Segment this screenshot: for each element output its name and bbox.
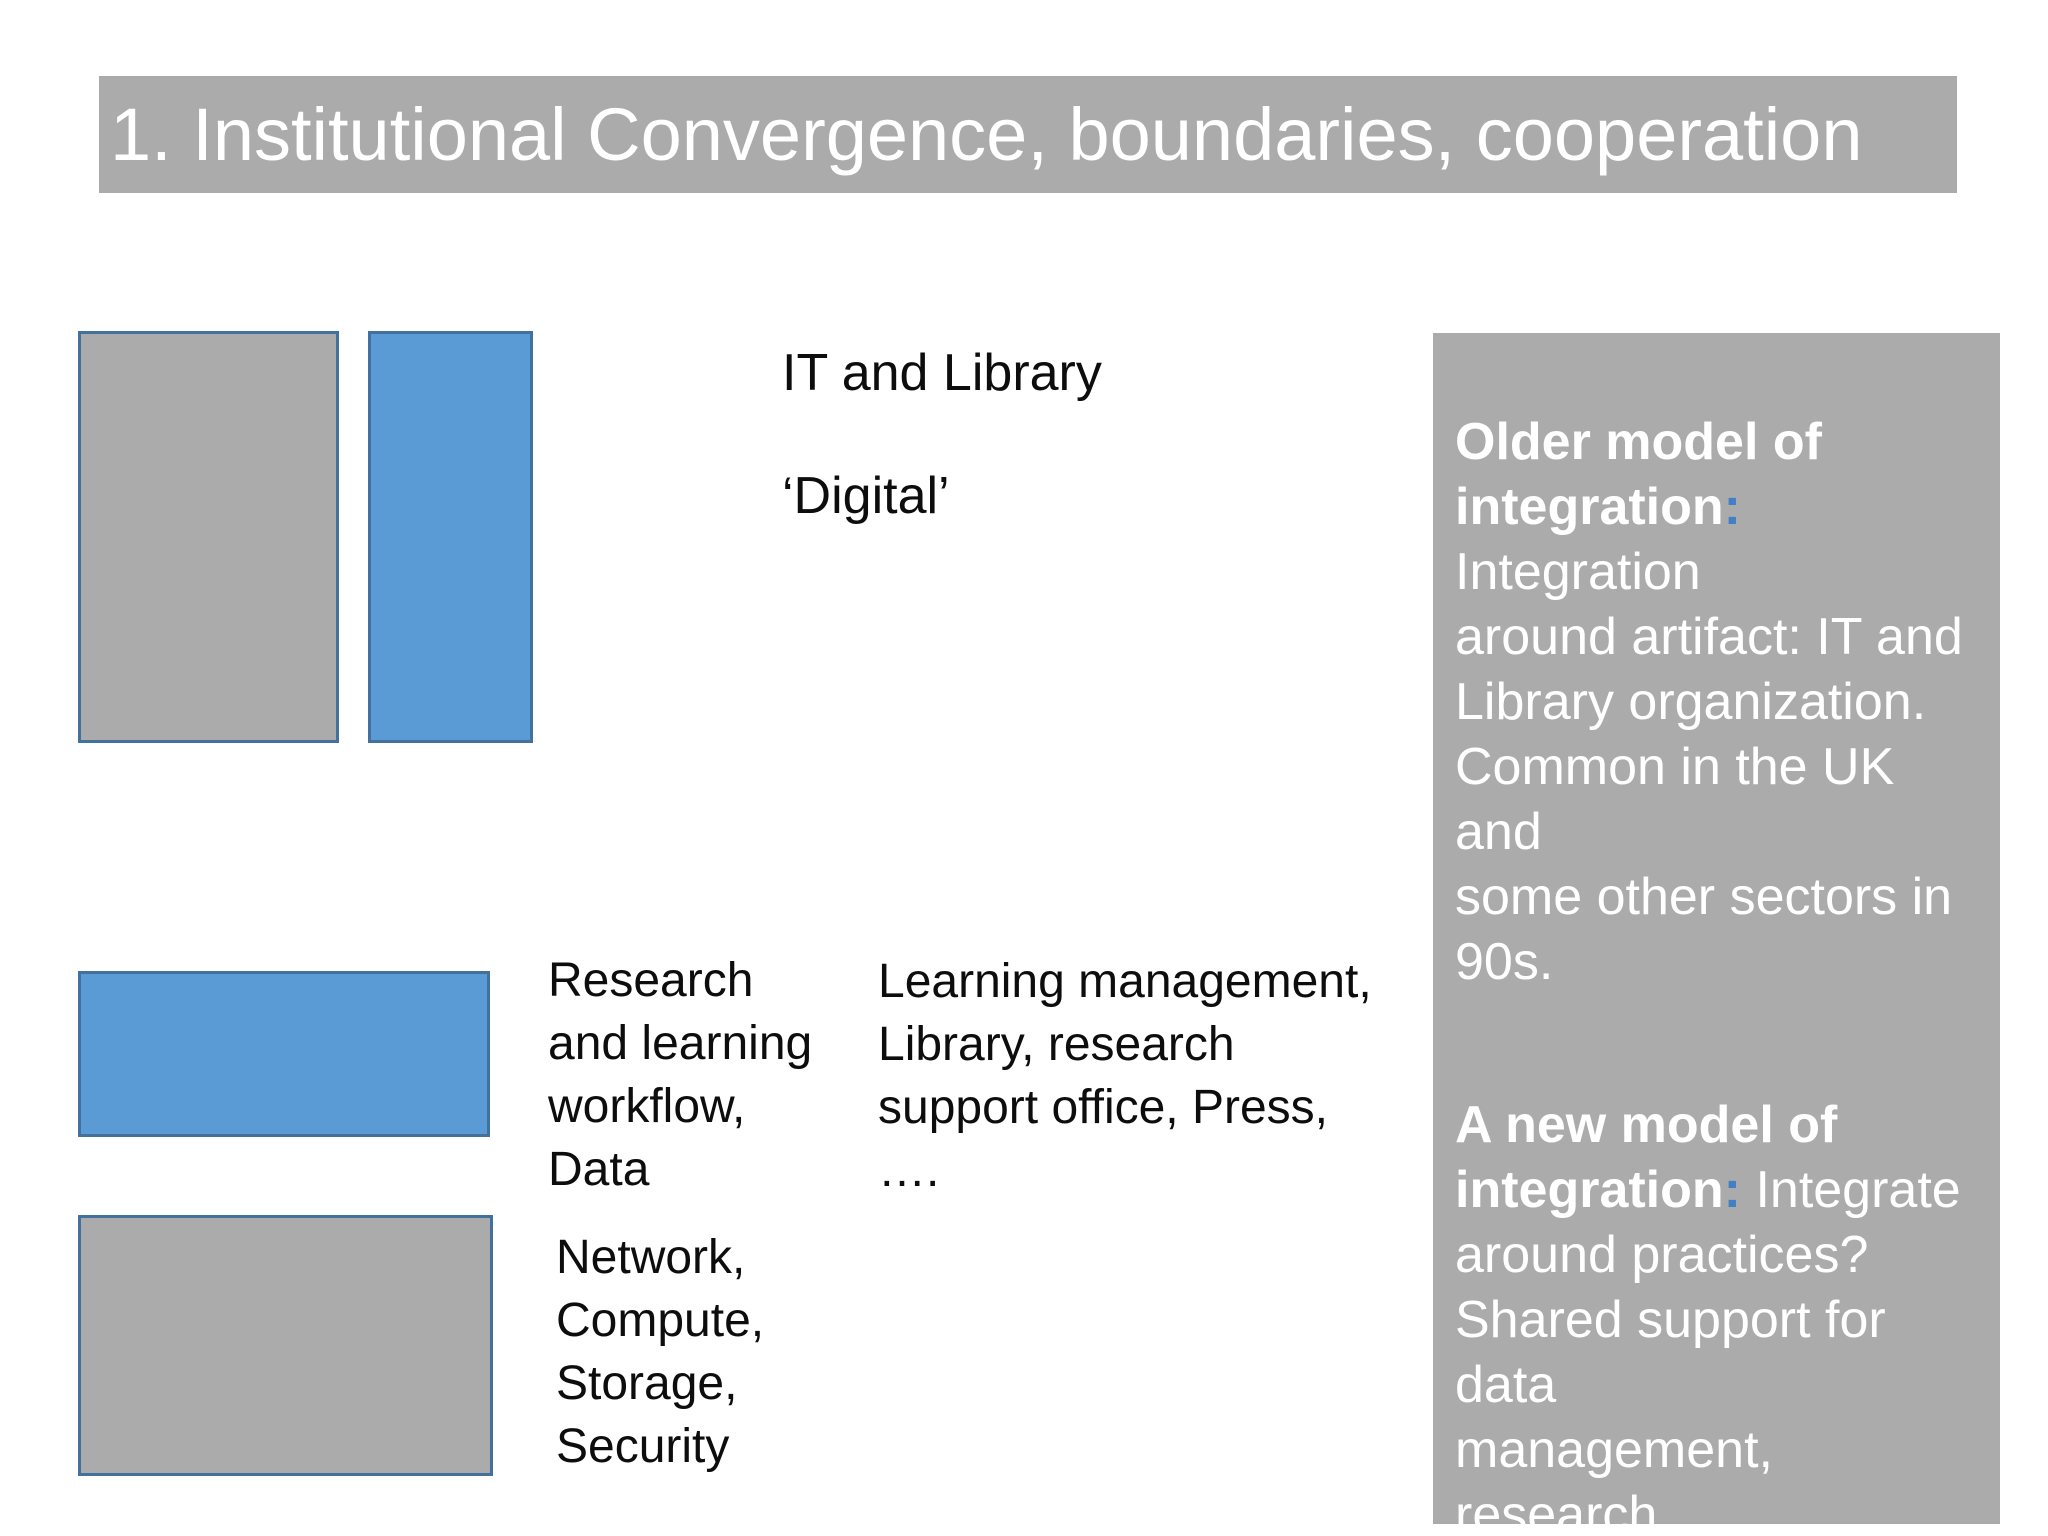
blue-rectangle-wide [78, 971, 490, 1137]
side-panel: Older model of integration: Integration … [1433, 333, 2000, 1536]
older-model-heading: Older model of integration [1455, 413, 1822, 536]
text-research-workflow: Research and learning workflow, Data [548, 954, 813, 1196]
blue-rectangle-tall [368, 331, 533, 743]
gray-rectangle-tall [78, 331, 339, 743]
caption-digital: ‘Digital’ [782, 467, 950, 525]
slide-title: 1. Institutional Convergence, boundaries… [110, 92, 1863, 176]
text-network-compute: Network, Compute, Storage, Security [556, 1231, 765, 1473]
older-model-body: Integration around artifact: IT and Libr… [1455, 543, 1963, 991]
paragraph-new-model: A new model of integration: Integrate ar… [1455, 1093, 1974, 1536]
caption-it-and-library: IT and Library [782, 344, 1102, 402]
new-model-heading: A new model of integration [1455, 1096, 1838, 1219]
paragraph-older-model: Older model of integration: Integration … [1455, 410, 1974, 995]
slide-title-bar: 1. Institutional Convergence, boundaries… [99, 76, 1957, 193]
gray-rectangle-wide [78, 1215, 493, 1476]
new-model-body: Integrate around practices? Shared suppo… [1455, 1161, 1961, 1536]
new-model-colon: : [1723, 1161, 1741, 1219]
text-learning-management: Learning management, Library, research s… [878, 955, 1372, 1197]
older-model-colon: : [1723, 478, 1741, 536]
